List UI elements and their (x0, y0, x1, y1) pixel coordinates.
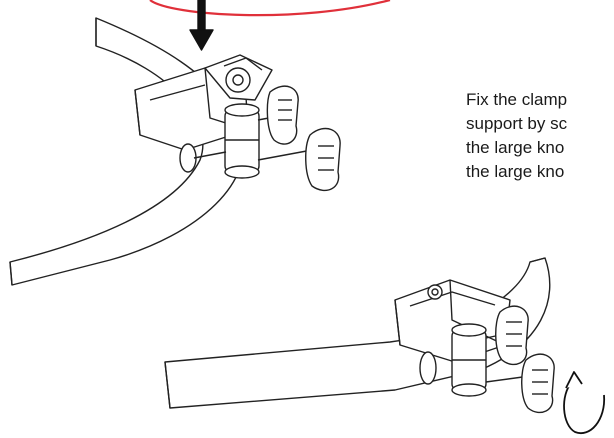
instruction-line: the large kno (466, 162, 565, 181)
red-annotation-curve (149, 0, 391, 17)
side-knob-top (179, 143, 197, 173)
clamp-column-top (224, 109, 260, 173)
down-arrow-icon (189, 0, 214, 51)
rotate-arrow-icon (563, 371, 605, 435)
support-arm-top (9, 17, 244, 286)
instruction-line: Fix the clamp (466, 90, 568, 109)
instruction-line: support by sc (466, 114, 568, 133)
instruction-text: Fix the clamp support by sc the large kn… (466, 88, 614, 184)
wing-knob-lower-bottom (485, 353, 555, 414)
bottom-figure (164, 257, 605, 435)
top-figure (9, 0, 391, 286)
wing-knob-upper-top (257, 85, 299, 145)
wing-knob-lower-top (257, 127, 341, 191)
side-knob-bottom (419, 351, 437, 385)
instruction-line: the large kno (466, 138, 565, 157)
wing-knob-upper-bottom (485, 305, 529, 366)
